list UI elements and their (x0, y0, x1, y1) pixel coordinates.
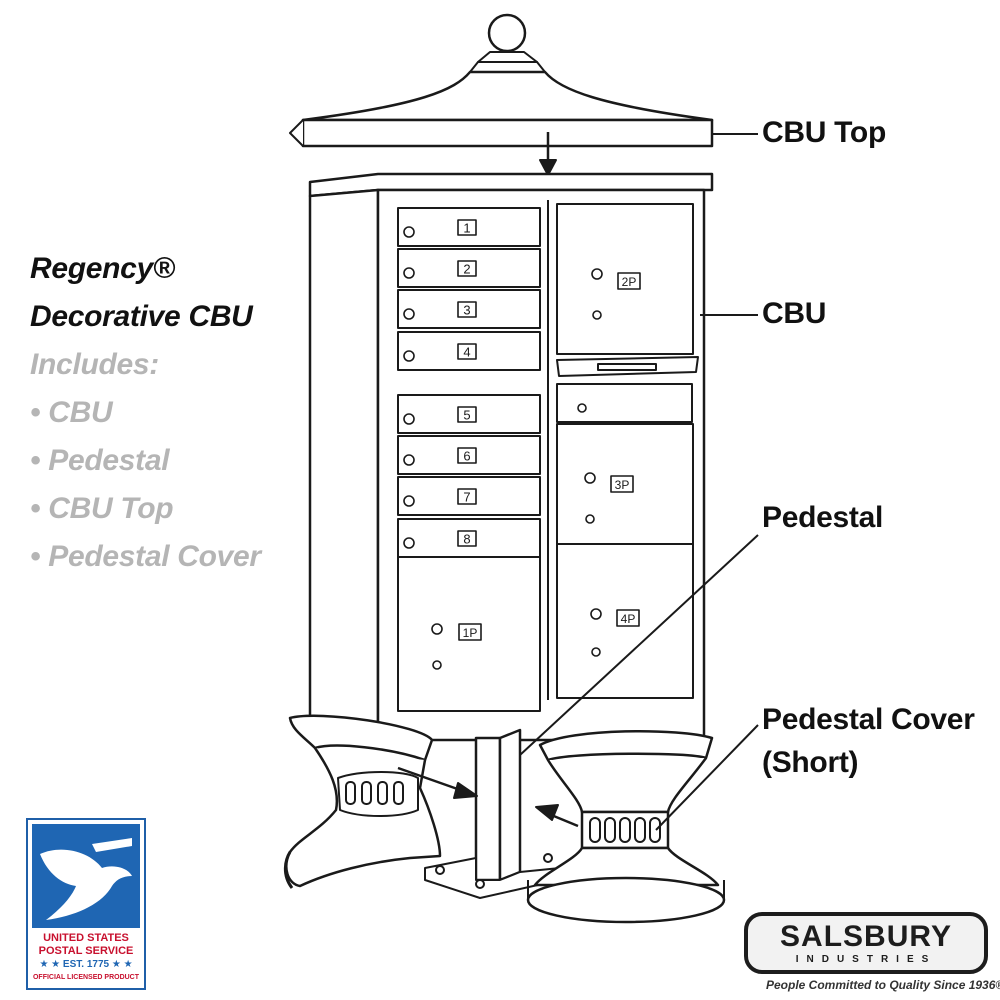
mailbox-door-number: 8 (463, 532, 470, 547)
salsbury-sub: INDUSTRIES (795, 954, 937, 965)
parcel-locker-label: 2P (622, 275, 637, 289)
mailbox-door: 2 (397, 248, 541, 288)
cbu-top-arrow (539, 132, 557, 176)
right-cover-arrow (535, 804, 579, 828)
mailbox-door-number: 6 (463, 449, 470, 464)
includes-item: • Pedestal (30, 444, 170, 477)
parcel-locker-label: 3P (615, 478, 630, 492)
parcel-locker-label: 1P (463, 626, 478, 640)
usps-line3: ★ ★ EST. 1775 ★ ★ (39, 959, 133, 970)
parcel-locker-door: 3P (556, 423, 694, 546)
mailbox-door: 8 (397, 518, 541, 558)
pedestal-cover-right (526, 729, 726, 924)
product-name-line2: Decorative CBU (30, 300, 253, 333)
mailbox-door: 5 (397, 394, 541, 434)
includes-item: • Pedestal Cover (30, 540, 261, 573)
usps-eagle-icon (32, 824, 140, 928)
mailbox-door-number: 4 (463, 345, 470, 360)
mailbox-door: 1 (397, 207, 541, 247)
salsbury-name: SALSBURY (780, 920, 952, 953)
usps-licensed-logo: UNITED STATES POSTAL SERVICE ★ ★ EST. 17… (26, 818, 146, 990)
outgoing-mail-slot (556, 356, 699, 377)
mailbox-door-number: 7 (463, 490, 470, 505)
usps-line2: POSTAL SERVICE (38, 945, 134, 957)
product-name-line1: Regency® (30, 252, 175, 285)
left-cover-arrow (397, 766, 478, 799)
outgoing-door (556, 383, 693, 423)
includes-label: Includes: (30, 348, 159, 381)
parcel-locker-door: 2P (556, 203, 694, 355)
mailbox-door: 3 (397, 289, 541, 329)
mailbox-door-number: 3 (463, 303, 470, 318)
salsbury-tagline: People Committed to Quality Since 1936® (766, 978, 1000, 992)
parcel-locker-label: 4P (621, 612, 636, 626)
callout-pedestal-cover-short: (Short) (762, 746, 859, 779)
pedestal-post (424, 728, 561, 899)
mailbox-door-number: 2 (463, 262, 470, 277)
includes-item: • CBU (30, 396, 113, 429)
callout-cbu: CBU (762, 297, 827, 330)
mailbox-door: 7 (397, 476, 541, 516)
salsbury-logo: SALSBURY INDUSTRIES (744, 912, 988, 974)
callout-pedestal: Pedestal (762, 501, 883, 534)
usps-line4: OFFICIAL LICENSED PRODUCT (32, 974, 140, 981)
mailbox-door: 4 (397, 331, 541, 371)
includes-item: • CBU Top (30, 492, 174, 525)
cbu-top-roof (289, 13, 714, 148)
parcel-locker-door: 1P (397, 556, 541, 712)
mailbox-door: 6 (397, 435, 541, 475)
usps-line1: UNITED STATES (43, 932, 129, 944)
pedestal-cover-left (283, 714, 442, 889)
callout-cbu-top: CBU Top (762, 116, 886, 149)
mailbox-door-number: 1 (463, 221, 470, 236)
callout-pedestal-cover: Pedestal Cover (762, 703, 975, 736)
mailbox-door-number: 5 (463, 408, 470, 423)
leader-lines (519, 133, 759, 831)
parcel-locker-door: 4P (556, 543, 694, 699)
